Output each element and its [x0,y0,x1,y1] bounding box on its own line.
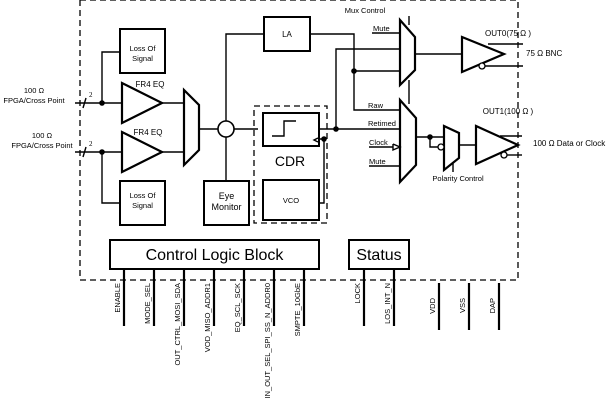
mux-input-retimed: Retimed [368,119,396,128]
control-3-pin-label: VOD_MISO_ADDR1 [203,283,212,352]
input-1-bus-width: 2 [89,91,93,99]
out1-destination: 100 Ω Data or Clock [533,139,606,148]
loss-of-signal-bottom [119,180,166,226]
out1-label: OUT1(100 Ω ) [483,107,534,116]
retimed-to-top-mux-wire [335,48,400,129]
vco-label: VCO [283,196,299,205]
input-2-impedance: 100 Ω [32,131,53,140]
eq-top-label: FR4 EQ [136,80,165,89]
eye-monitor-line1: Eye [219,191,235,201]
input-2-label: FPGA/Cross Point [11,141,73,150]
out0-destination: 75 Ω BNC [526,49,562,58]
power-2-pin-label: DAP [488,298,497,313]
los-bottom-line2: Signal [132,201,153,210]
out0-invert-bubble [478,62,486,70]
polarity-mux [442,124,461,173]
control-0-pin-label: ENABLE [113,283,122,313]
output-mux-bottom [398,97,418,185]
status-1-pin-label: LOS_INT_N [383,283,392,324]
cdr-label: CDR [275,153,305,169]
cdr-step-icon [272,120,296,137]
output-mux-top [398,17,417,88]
eq-bottom-label: FR4 EQ [134,128,163,137]
status-label: Status [356,247,401,264]
status-0-pin-label: LOCK [353,283,362,303]
control-logic-block [109,239,320,270]
loss-of-signal-top [119,28,166,74]
input-2-bus-width: 2 [89,140,93,148]
input-1-label: FPGA/Cross Point [3,96,65,105]
input-2-bus-slash [82,146,87,158]
eye-monitor [203,180,250,226]
polarity-invert-wire [429,137,440,148]
mux-input-mute: Mute [369,157,386,166]
out0-label: OUT0(75 Ω ) [485,29,531,38]
fr4-eq-top [120,81,165,125]
control-5-pin-label: IN_OUT_SEL_SPI_SS_N_ADDR0 [263,283,272,398]
chip-boundary [79,0,519,281]
fr4-eq-bottom [120,130,165,174]
los-top-line1: Loss Of [130,44,157,53]
input-1-bus-slash [82,97,87,109]
splitter-to-la-wire [225,33,264,121]
pin-group: ENABLE MODE_SEL OUT_CTRL_MOSI_SDA VOD_MISO_… [113,269,501,398]
mux-input-clock: Clock [369,138,388,147]
status-block [348,239,410,270]
out1-invert-bubble [500,151,508,159]
la-label: LA [282,30,292,39]
los-top-line2: Signal [132,54,153,63]
los-bottom-wire [101,152,120,204]
top-mute-label: Mute [373,24,390,33]
eye-monitor-line2: Monitor [211,202,241,212]
control-1-pin-label: MODE_SEL [143,283,152,324]
los-top-wire [101,51,120,103]
cdr-region [253,105,328,224]
signal-splitter [217,120,235,138]
control-logic-label: Control Logic Block [146,247,285,264]
power-1-pin-label: VSS [458,298,467,313]
mux-control-label: Mux Control [345,6,386,15]
cdr-box [262,112,320,147]
input-mux [182,87,201,168]
power-0-pin-label: VDD [428,297,437,313]
cdr-clock-input-icon [312,137,319,143]
polarity-control-label: Polarity Control [432,174,484,183]
vco-box [262,179,320,221]
vco-junction [321,136,327,142]
control-6-pin-label: SMPTE_10GbE [293,283,302,336]
input-1-impedance: 100 Ω [24,86,45,95]
mux-input-raw: Raw [368,101,384,110]
control-4-pin-label: EQ_SCL_SCK [233,283,242,332]
control-2-pin-label: OUT_CTRL_MOSI_SDA [173,283,182,366]
los-bottom-line1: Loss Of [130,191,157,200]
out1-driver [474,124,521,166]
clock-edge-icon [392,143,402,152]
polarity-invert-bubble [437,143,445,151]
